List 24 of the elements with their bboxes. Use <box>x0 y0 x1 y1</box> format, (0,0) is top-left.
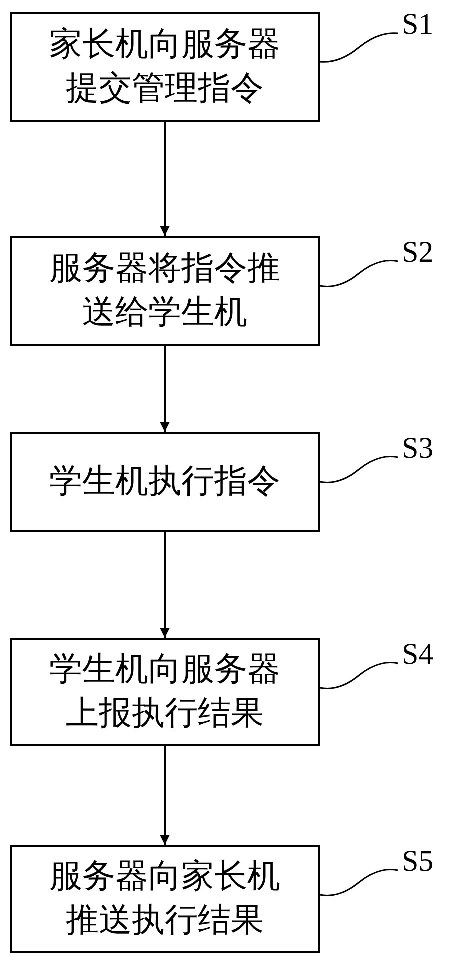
leader-line <box>320 662 398 690</box>
step-label: S2 <box>402 236 434 270</box>
arrow <box>160 346 170 432</box>
leader-line <box>320 260 398 288</box>
arrow <box>160 746 170 845</box>
step-label: S4 <box>402 638 434 672</box>
arrow <box>160 532 170 638</box>
step-text: 服务器向家长机推送执行结果 <box>48 858 282 941</box>
process-box <box>10 845 320 953</box>
leader-line <box>320 456 398 484</box>
leader-line <box>320 32 398 63</box>
process-box <box>10 638 320 746</box>
step-label: S1 <box>402 8 434 42</box>
step-text: 学生机执行指令 <box>50 463 280 502</box>
step-text: 服务器将指令推送给学生机 <box>48 250 282 333</box>
step-label: S3 <box>402 432 434 466</box>
step-label: S5 <box>402 845 434 879</box>
process-box <box>10 236 320 346</box>
process-box <box>10 12 320 122</box>
arrow <box>160 122 170 236</box>
step-text: 学生机向服务器上报执行结果 <box>48 651 282 734</box>
step-text: 家长机向服务器提交管理指令 <box>48 26 282 109</box>
process-box <box>10 432 320 532</box>
leader-line <box>320 869 398 896</box>
